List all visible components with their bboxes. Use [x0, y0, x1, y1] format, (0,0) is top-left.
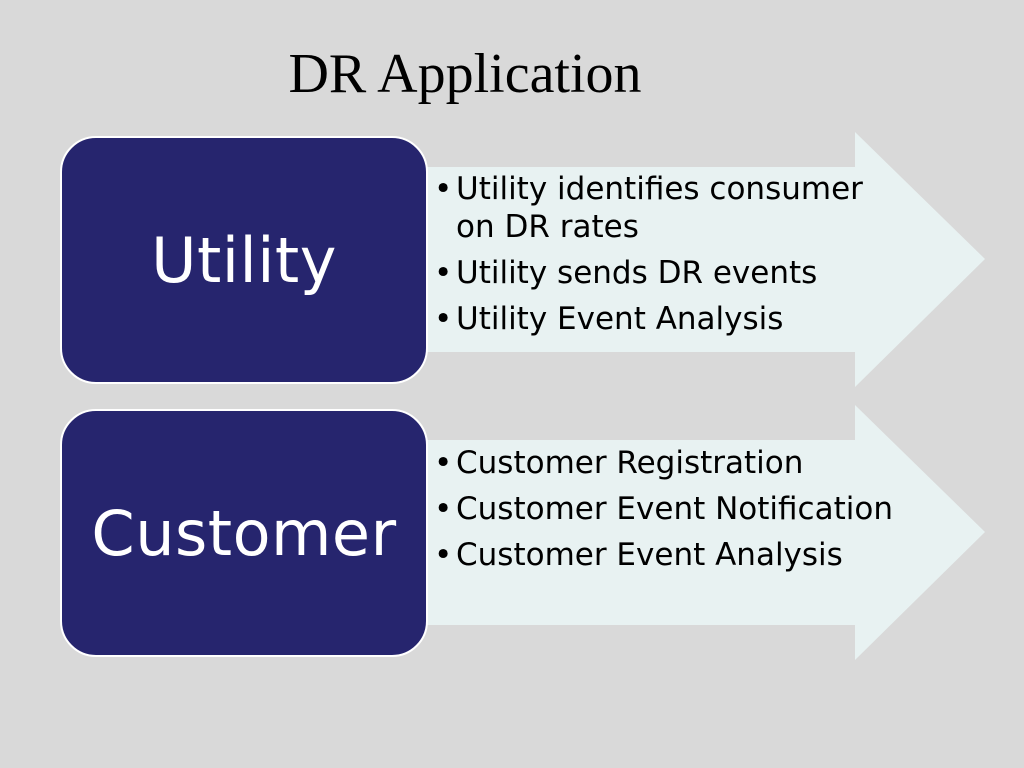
bullet-item: • Customer Event Notification	[434, 490, 904, 528]
bullet-item: • Customer Registration	[434, 444, 904, 482]
bullet-item: • Utility Event Analysis	[434, 300, 904, 338]
bullet-text: Utility identifies consumer on DR rates	[456, 171, 863, 245]
customer-row: Customer • Customer Registration • Custo…	[0, 405, 1024, 665]
bullet-text: Utility sends DR events	[456, 255, 818, 291]
utility-label-box: Utility	[60, 136, 428, 384]
bullet-item: • Utility identifies consumer on DR rate…	[434, 170, 904, 246]
bullet-text: Customer Event Notification	[456, 491, 893, 527]
bullet-dot-icon: •	[434, 171, 453, 207]
customer-bullet-list: • Customer Registration • Customer Event…	[434, 444, 904, 582]
bullet-text: Customer Event Analysis	[456, 537, 843, 573]
bullet-text: Utility Event Analysis	[456, 301, 784, 337]
bullet-dot-icon: •	[434, 537, 453, 573]
utility-label: Utility	[151, 223, 337, 297]
bullet-dot-icon: •	[434, 491, 453, 527]
bullet-text: Customer Registration	[456, 445, 804, 481]
customer-arrow-shape	[380, 405, 985, 660]
utility-arrow-shape	[380, 132, 985, 387]
bullet-item: • Customer Event Analysis	[434, 536, 904, 574]
utility-bullet-list: • Utility identifies consumer on DR rate…	[434, 170, 904, 346]
bullet-dot-icon: •	[434, 255, 453, 291]
bullet-item: • Utility sends DR events	[434, 254, 904, 292]
customer-label: Customer	[91, 496, 397, 570]
slide-title: DR Application	[288, 43, 642, 105]
utility-row: Utility • Utility identifies consumer on…	[0, 132, 1024, 392]
bullet-dot-icon: •	[434, 445, 453, 481]
bullet-dot-icon: •	[434, 301, 453, 337]
customer-label-box: Customer	[60, 409, 428, 657]
